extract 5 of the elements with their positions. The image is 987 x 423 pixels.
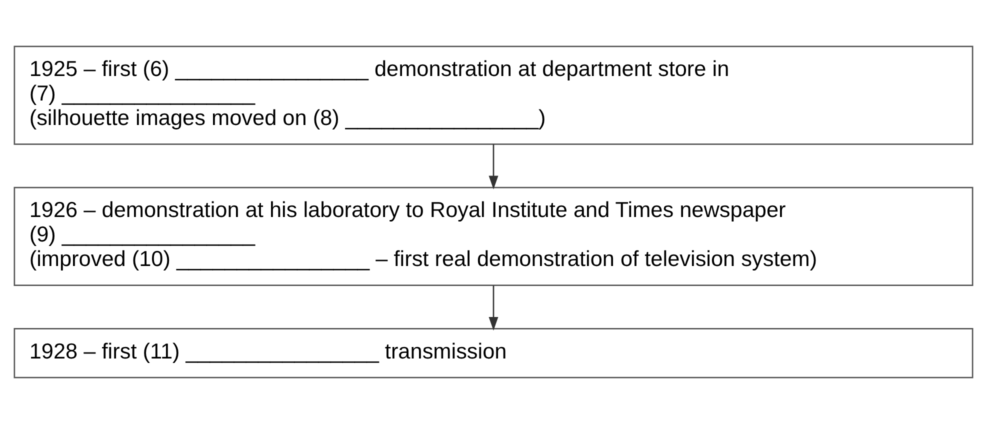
arrow xyxy=(488,284,498,330)
node-box: 1928 – first (11) ________________ transmission xyxy=(14,328,974,378)
node-box: 1925 – first (6) ________________ demonstration at department store in (7) ________________ (silhouette images moved on (8) ________________) xyxy=(14,45,974,144)
node-box: 1926 – demonstration at his laboratory to Royal Institute and Times newspaper (9) ________________ (improved (10) ________________ – first real demonstration of television system) xyxy=(14,186,974,286)
arrow xyxy=(488,144,498,189)
